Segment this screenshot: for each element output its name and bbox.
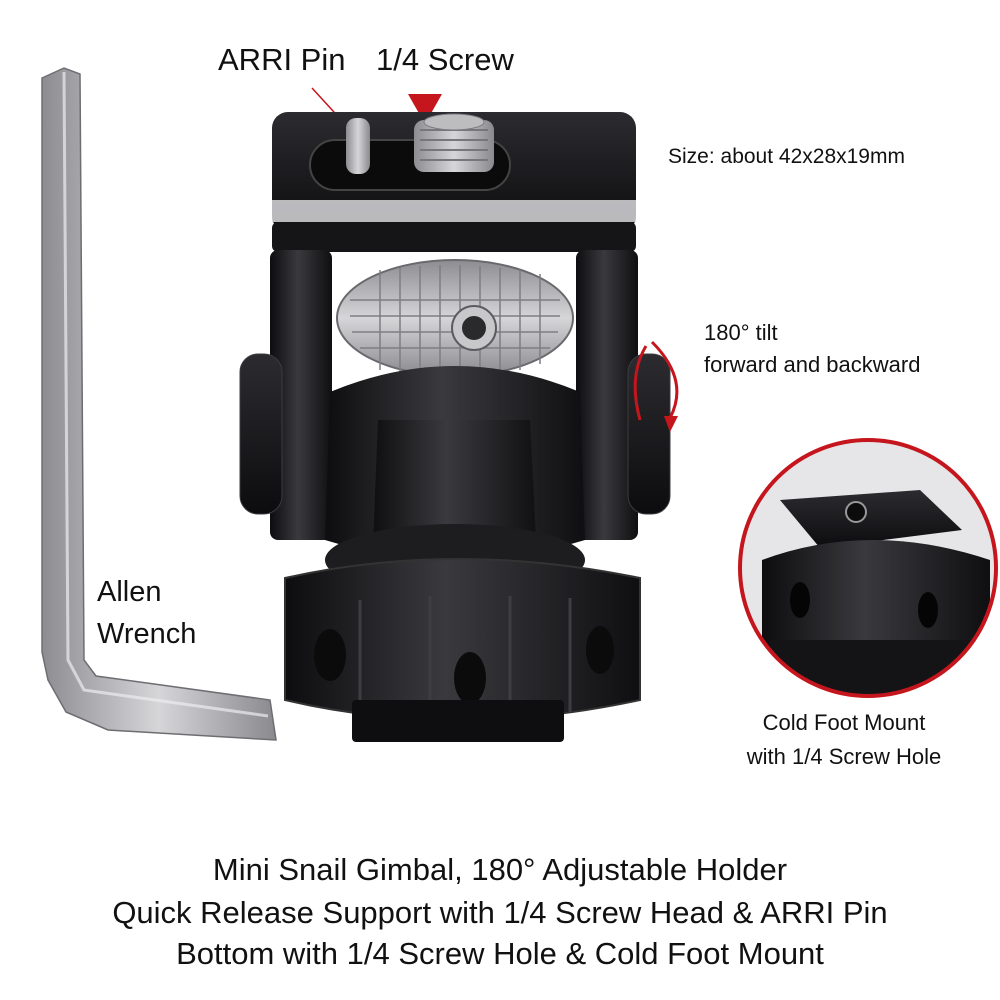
allen-wrench-label-line2: Wrench <box>97 618 197 650</box>
arri-pin-label: ARRI Pin <box>218 42 346 77</box>
gimbal-mount-image <box>239 112 671 742</box>
caption-line3: Bottom with 1/4 Screw Hole & Cold Foot M… <box>176 936 824 971</box>
allen-wrench-label-line1: Allen <box>97 576 162 608</box>
screw-label: 1/4 Screw <box>376 42 514 77</box>
cold-foot-label-line1: Cold Foot Mount <box>762 710 926 735</box>
caption-line2: Quick Release Support with 1/4 Screw Hea… <box>112 895 888 930</box>
allen-wrench-image <box>41 67 277 741</box>
caption-line1: Mini Snail Gimbal, 180° Adjustable Holde… <box>212 852 788 887</box>
tilt-label-line1: 180° tilt <box>704 320 778 345</box>
cold-foot-inset <box>738 438 998 698</box>
curved-arrow-icon <box>633 340 679 432</box>
size-label: Size: about 42x28x19mm <box>668 145 905 168</box>
down-triangle-icon <box>408 94 442 124</box>
tilt-label-line2: forward and backward <box>704 352 921 377</box>
cold-foot-label-line2: with 1/4 Screw Hole <box>746 744 942 769</box>
